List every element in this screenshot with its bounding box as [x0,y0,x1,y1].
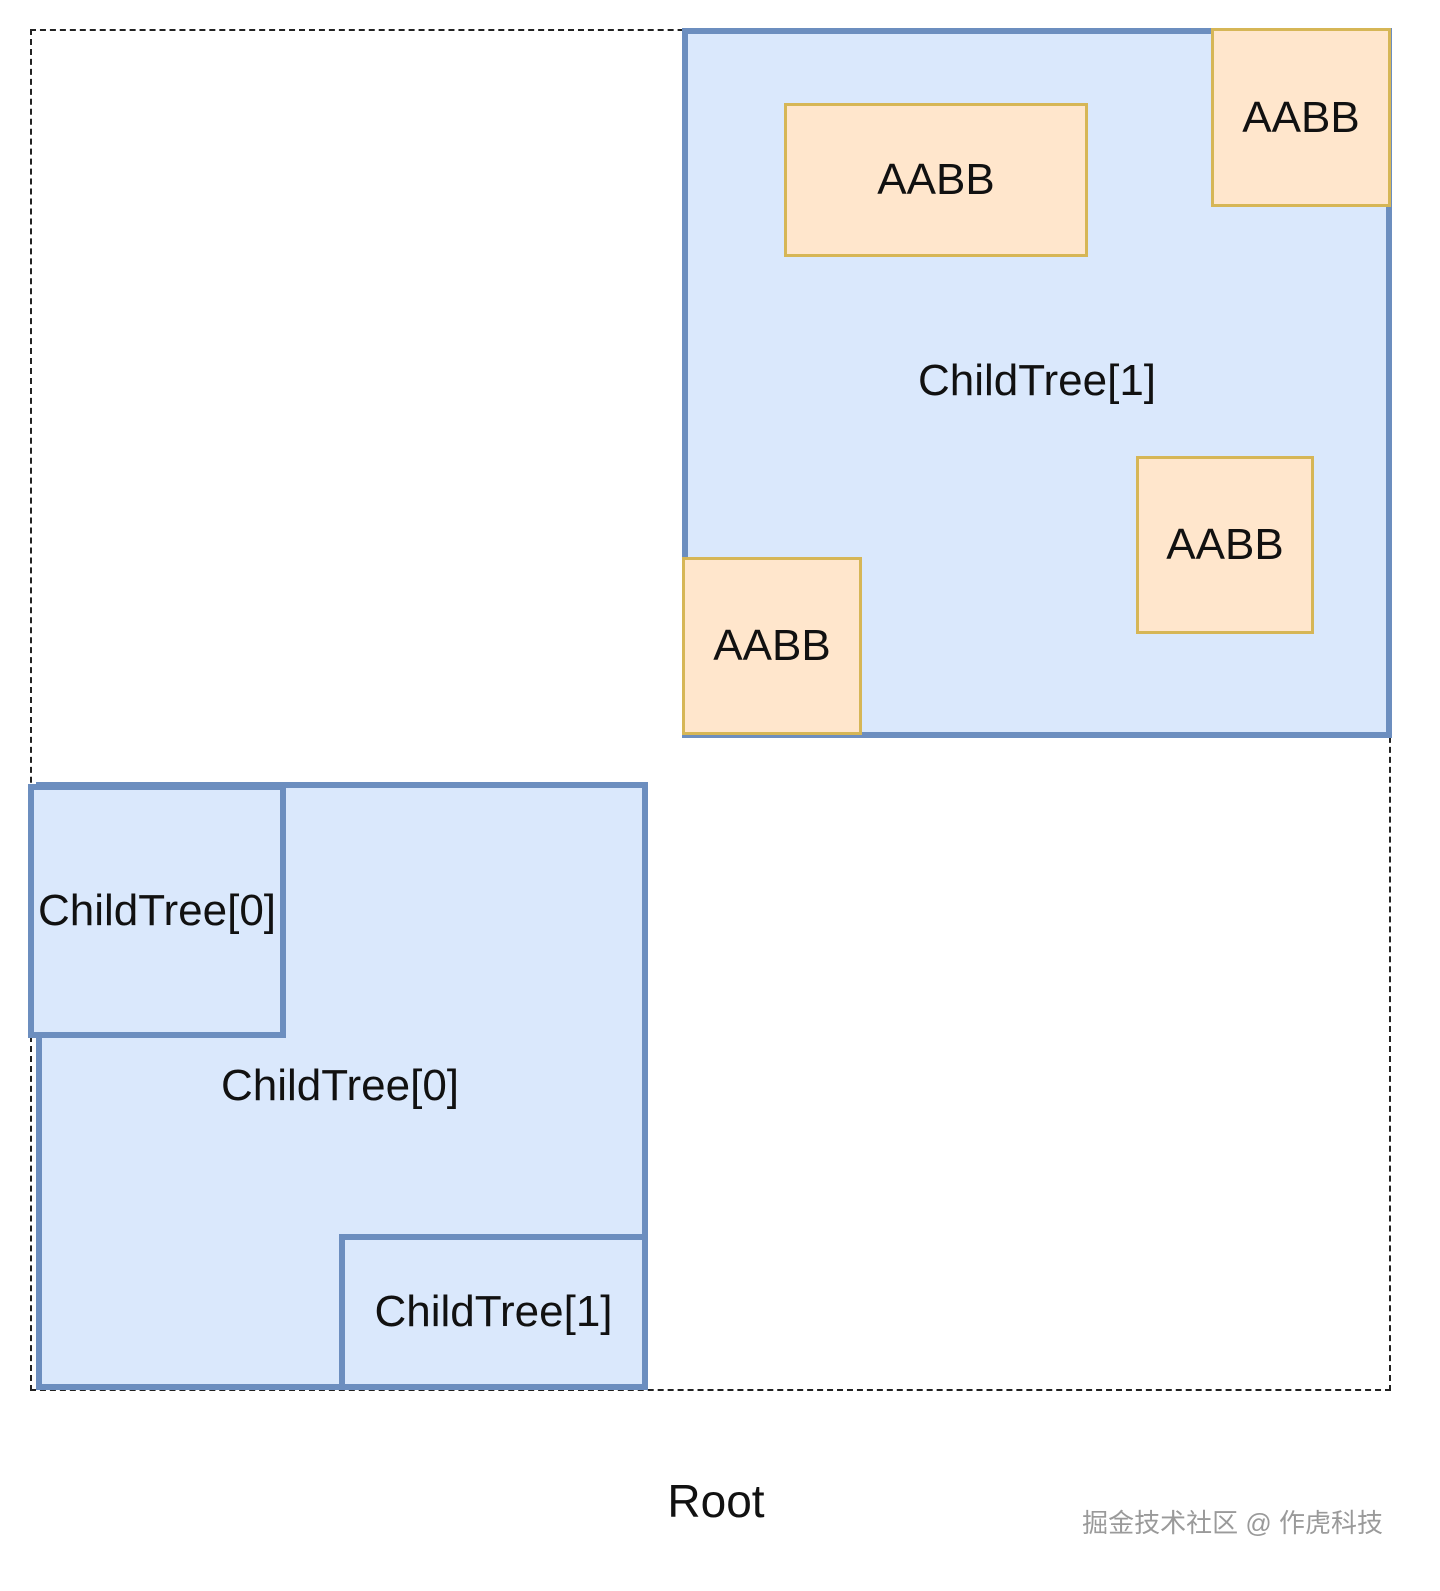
child-tree-0-label: ChildTree[0] [220,1061,460,1110]
child-tree-0-1-label: ChildTree[1] [374,1287,613,1336]
root-label: Root [667,1475,765,1527]
aabb-label: AABB [713,621,831,670]
aabb-label: AABB [1242,92,1360,142]
watermark: 掘金技术社区 @ 作虎科技 [1082,1508,1383,1538]
aabb-box: AABB [1211,28,1391,207]
child-tree-1-label: ChildTree[1] [917,356,1157,405]
aabb-label: AABB [1166,520,1284,569]
aabb-box: AABB [1136,456,1314,634]
aabb-box: AABB [784,103,1088,257]
child-tree-0-0-label: ChildTree[0] [37,886,277,935]
child-tree-0-0-region: ChildTree[0] [28,784,286,1038]
aabb-label: AABB [877,155,995,204]
child-tree-0-1-region: ChildTree[1] [339,1234,648,1390]
aabb-box: AABB [682,557,862,735]
